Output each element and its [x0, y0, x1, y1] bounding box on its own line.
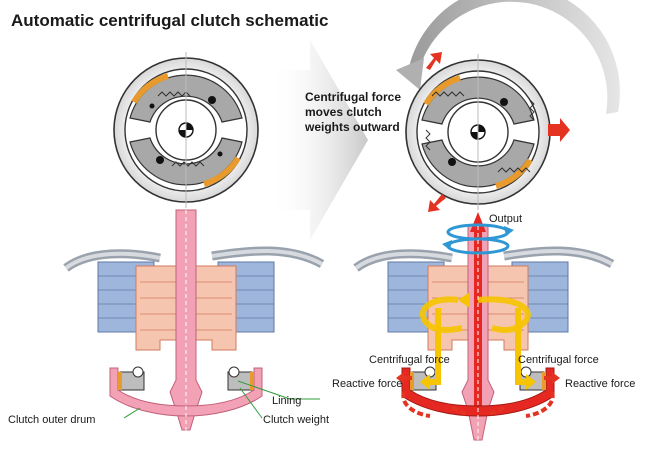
force-flow	[401, 391, 431, 418]
labels-engaged: Centrifugal force Centrifugal force Reac…	[332, 354, 635, 390]
callout-line-2: moves clutch	[305, 105, 382, 119]
label-centrifugal-left: Centrifugal force	[369, 354, 450, 366]
callout-line-3: weights outward	[304, 120, 400, 134]
torque-flow	[420, 296, 463, 333]
label-lining: Lining	[272, 395, 301, 407]
callout-text: Centrifugal force moves clutch weights o…	[304, 90, 404, 134]
labels-rest: Lining Clutch weight Clutch outer drum	[8, 380, 329, 426]
drive-shaft	[169, 209, 203, 431]
reactive-force-arrow	[396, 372, 412, 384]
lining-pad	[203, 156, 241, 187]
clutch-top-view-rest	[113, 52, 259, 208]
clutch-top-view-engaged	[396, 0, 620, 212]
label-clutch-outer-drum: Clutch outer drum	[8, 414, 95, 426]
label-centrifugal-right: Centrifugal force	[518, 354, 599, 366]
callout-line-1: Centrifugal force	[305, 90, 401, 104]
label-reactive-left: Reactive force	[332, 378, 402, 390]
force-flow	[525, 391, 555, 418]
label-reactive-right: Reactive force	[565, 378, 635, 390]
spring	[171, 161, 205, 167]
reactive-force-arrow	[544, 372, 560, 384]
cross-section-rest	[63, 209, 325, 440]
lining-pad	[250, 372, 254, 390]
transition-arrow	[270, 40, 368, 240]
spring	[431, 91, 465, 97]
label-clutch-weight: Clutch weight	[263, 414, 329, 426]
lining-pad	[495, 158, 533, 189]
outward-force-arrow	[548, 118, 570, 142]
diagram-title: Automatic centrifugal clutch schematic	[11, 11, 328, 30]
cross-section-engaged: Output	[353, 212, 615, 441]
lining-pad	[118, 372, 122, 390]
label-output: Output	[489, 213, 522, 225]
spring	[157, 91, 191, 97]
spring	[497, 167, 531, 173]
outward-force-arrow	[428, 194, 446, 212]
clutch-shoe-lower	[129, 137, 243, 186]
clutch-shoe-lower	[421, 139, 535, 188]
outward-force-arrow	[426, 52, 442, 70]
clutch-outer-drum	[109, 367, 263, 417]
lining-pad	[423, 75, 461, 106]
clutch-outer-drum	[401, 367, 555, 417]
lining-pad	[131, 73, 169, 104]
